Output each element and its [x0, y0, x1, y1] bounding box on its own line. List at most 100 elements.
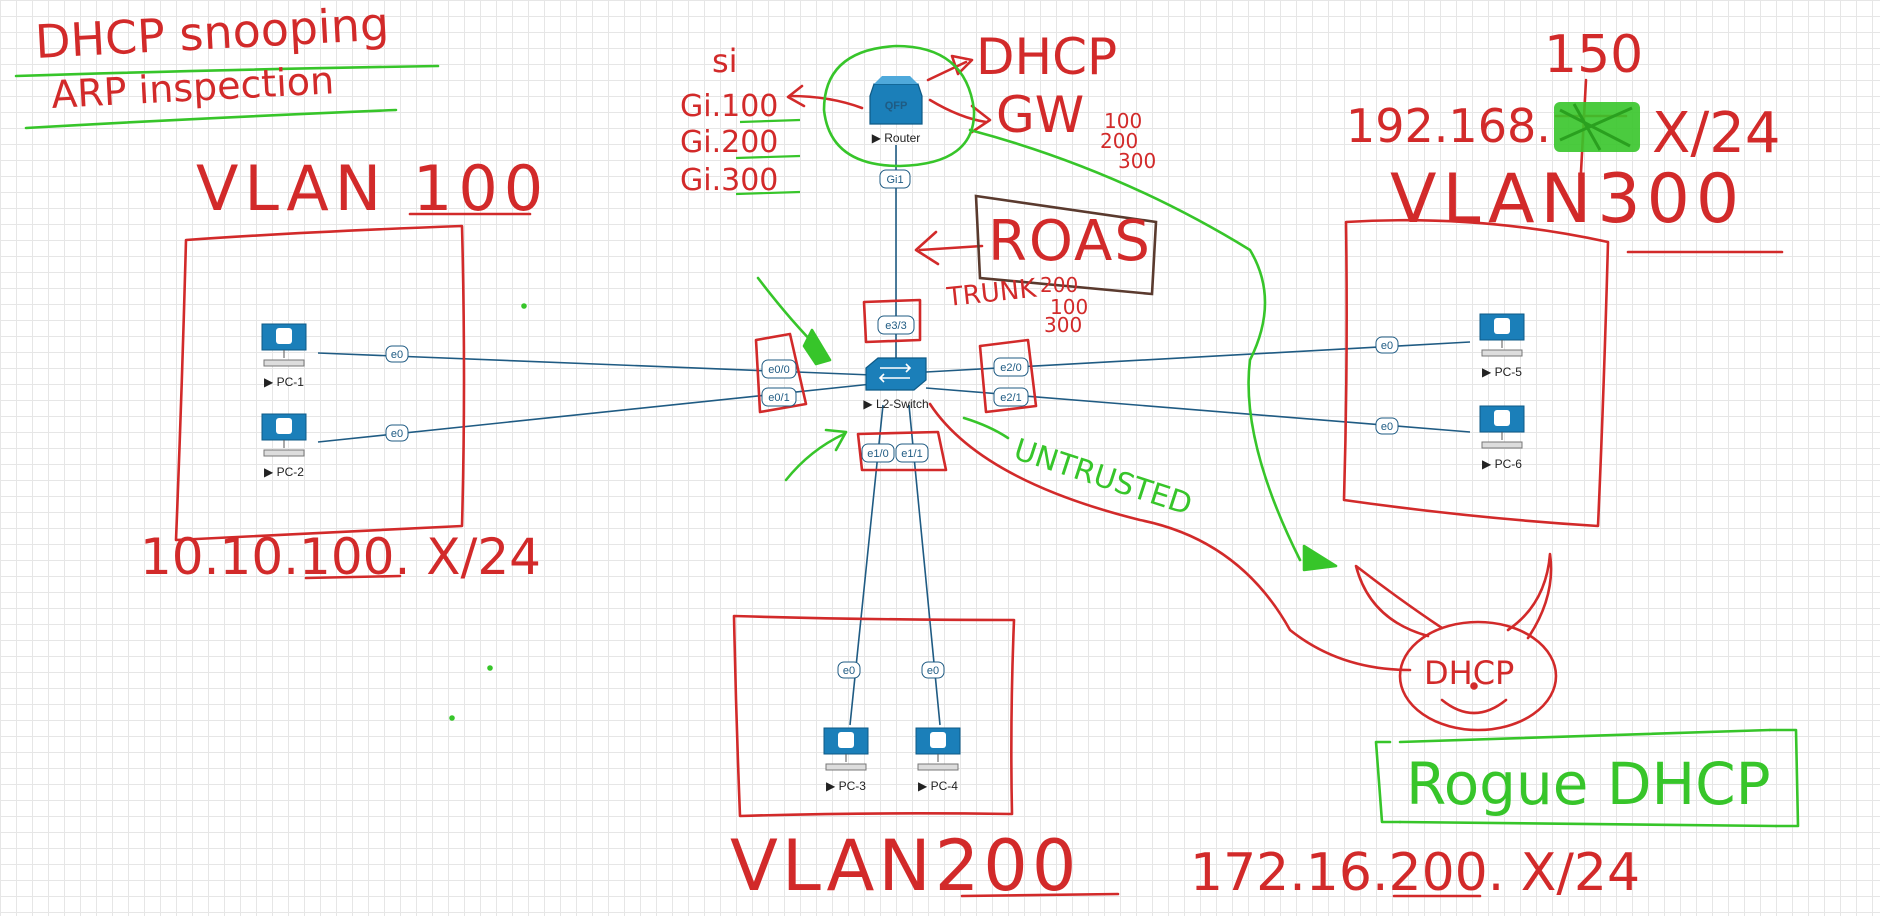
rogue-dhcp-cable	[928, 402, 1412, 672]
trunk-label: TRUNK	[945, 274, 1039, 313]
pc2-label: ▶ PC-2	[264, 465, 304, 479]
pc2-screen	[276, 418, 292, 434]
port-e2-1[interactable]: e2/1	[993, 387, 1029, 407]
svg-text:e0/1: e0/1	[768, 392, 789, 404]
router-icon-top	[874, 76, 918, 84]
svg-text:Gi1: Gi1	[886, 174, 903, 186]
arrow-router-gw	[928, 98, 988, 124]
rogue-dhcp-horn-right	[1506, 552, 1553, 640]
pc4-screen	[930, 732, 946, 748]
pc2-node[interactable]: ▶ PC-2	[261, 413, 307, 479]
vlan200-underline	[960, 892, 1120, 898]
pc5-keyboard	[1481, 349, 1523, 357]
router-gi100-label: Gi.100	[680, 89, 778, 124]
green-dot-3	[449, 715, 455, 721]
svg-text:e1/1: e1/1	[901, 448, 922, 460]
pc6-node[interactable]: ▶ PC-6	[1479, 405, 1525, 471]
port-pc6-e0[interactable]: e0	[1375, 417, 1399, 435]
rogue-face-label: DHCP	[1424, 654, 1514, 692]
pc1-keyboard	[263, 359, 305, 367]
vlan300-label: VLAN300	[1390, 160, 1745, 239]
pc1-node[interactable]: ▶ PC-1	[261, 323, 307, 389]
redacted-octet	[1554, 102, 1640, 152]
switch-node[interactable]: ▶ L2-Switch	[863, 357, 929, 411]
switch-label: ▶ L2-Switch	[863, 397, 928, 411]
pc4-keyboard	[917, 763, 959, 771]
gw-vlan-3: 300	[1118, 149, 1156, 173]
router-label: ▶ Router	[872, 131, 921, 145]
vlan100-box	[174, 224, 466, 542]
port-gi1[interactable]: Gi1	[879, 169, 911, 189]
gw-vlan-1: 100	[1104, 109, 1142, 133]
port-labels: Gi1 e3/3 e0/0 e0/1 e2/0 e2/1 e1/0 e1/1 e…	[385, 169, 1399, 679]
pc1-label: ▶ PC-1	[264, 375, 304, 389]
arrow-e1	[784, 432, 846, 482]
pc4-node[interactable]: ▶ PC-4	[915, 727, 961, 793]
title-underline-1	[14, 64, 440, 78]
pc4-label: ▶ PC-4	[918, 779, 958, 793]
subnet200-label: 172.16.200. X/24	[1190, 843, 1640, 903]
svg-text:e0: e0	[391, 349, 403, 361]
pc3-node[interactable]: ▶ PC-3	[823, 727, 869, 793]
port-e2-0[interactable]: e2/0	[993, 357, 1029, 377]
svg-text:e3/3: e3/3	[885, 320, 906, 332]
pc1-screen	[276, 328, 292, 344]
arrow-gw-head	[970, 104, 992, 134]
links	[317, 145, 1471, 726]
arrow-router-rogue	[968, 128, 1302, 562]
title-arp-inspection: ARP inspection	[50, 58, 335, 117]
port-box-left	[754, 332, 808, 414]
port-box-bottom	[856, 430, 948, 472]
svg-text:e1/0: e1/0	[867, 448, 888, 460]
vlan200-box	[732, 614, 1016, 818]
subnet300-suffix: X/24	[1652, 101, 1781, 166]
rogue-dhcp-horn-left	[1354, 564, 1444, 638]
port-pc4-e0[interactable]: e0	[921, 661, 945, 679]
port-box-e33	[862, 298, 922, 344]
roas-label: ROAS	[988, 209, 1152, 274]
port-e0-1[interactable]: e0/1	[761, 387, 797, 407]
svg-text:e0: e0	[391, 428, 403, 440]
router-node[interactable]: QFP ▶ Router	[869, 76, 923, 145]
num-150: 150	[1544, 25, 1643, 85]
title-dhcp-snooping: DHCP snooping	[34, 0, 391, 69]
vlan200-label: VLAN200	[730, 825, 1080, 907]
port-e1-0[interactable]: e1/0	[861, 443, 895, 463]
port-pc1-e0[interactable]: e0	[385, 345, 409, 363]
vlan100-label: VLAN 100	[196, 152, 549, 225]
trunk-vlan-1: 200	[1040, 273, 1078, 297]
dhcp-label: DHCP	[976, 28, 1117, 86]
port-pc5-e0[interactable]: e0	[1375, 336, 1399, 354]
gw-label: GW	[996, 86, 1084, 144]
svg-text:e2/1: e2/1	[1000, 392, 1021, 404]
subnet100-label: 10.10.100. X/24	[140, 528, 541, 586]
pc6-keyboard	[1481, 441, 1523, 449]
arrow-e00-head	[802, 328, 832, 366]
pc3-label: ▶ PC-3	[826, 779, 866, 793]
svg-text:e0: e0	[843, 665, 855, 677]
svg-text:e0: e0	[927, 665, 939, 677]
pc6-screen	[1494, 410, 1510, 426]
pc6-label: ▶ PC-6	[1482, 457, 1522, 471]
arrow-roas-head	[914, 230, 940, 266]
arrow-router-gi	[788, 94, 864, 110]
port-pc3-e0[interactable]: e0	[837, 661, 861, 679]
port-e0-0[interactable]: e0/0	[761, 359, 797, 379]
pc5-node[interactable]: ▶ PC-5	[1479, 313, 1525, 379]
untrusted-lead	[962, 416, 1010, 440]
switch-icon	[865, 357, 927, 391]
vlan300-box	[1342, 218, 1610, 528]
roas-box	[974, 194, 1158, 296]
port-e1-1[interactable]: e1/1	[895, 443, 929, 463]
port-pc2-e0[interactable]: e0	[385, 424, 409, 442]
trunk-vlan-2: 100	[1050, 295, 1088, 319]
router-badge: QFP	[885, 100, 908, 112]
arrow-rogue-head	[1302, 544, 1338, 572]
port-e3-3[interactable]: e3/3	[877, 315, 915, 335]
gi-underlines	[735, 118, 801, 196]
gw-vlan-2: 200	[1100, 129, 1138, 153]
arrow-e1-head	[824, 428, 848, 452]
svg-text:e0: e0	[1381, 340, 1393, 352]
rogue-dhcp-nose	[1470, 682, 1478, 690]
